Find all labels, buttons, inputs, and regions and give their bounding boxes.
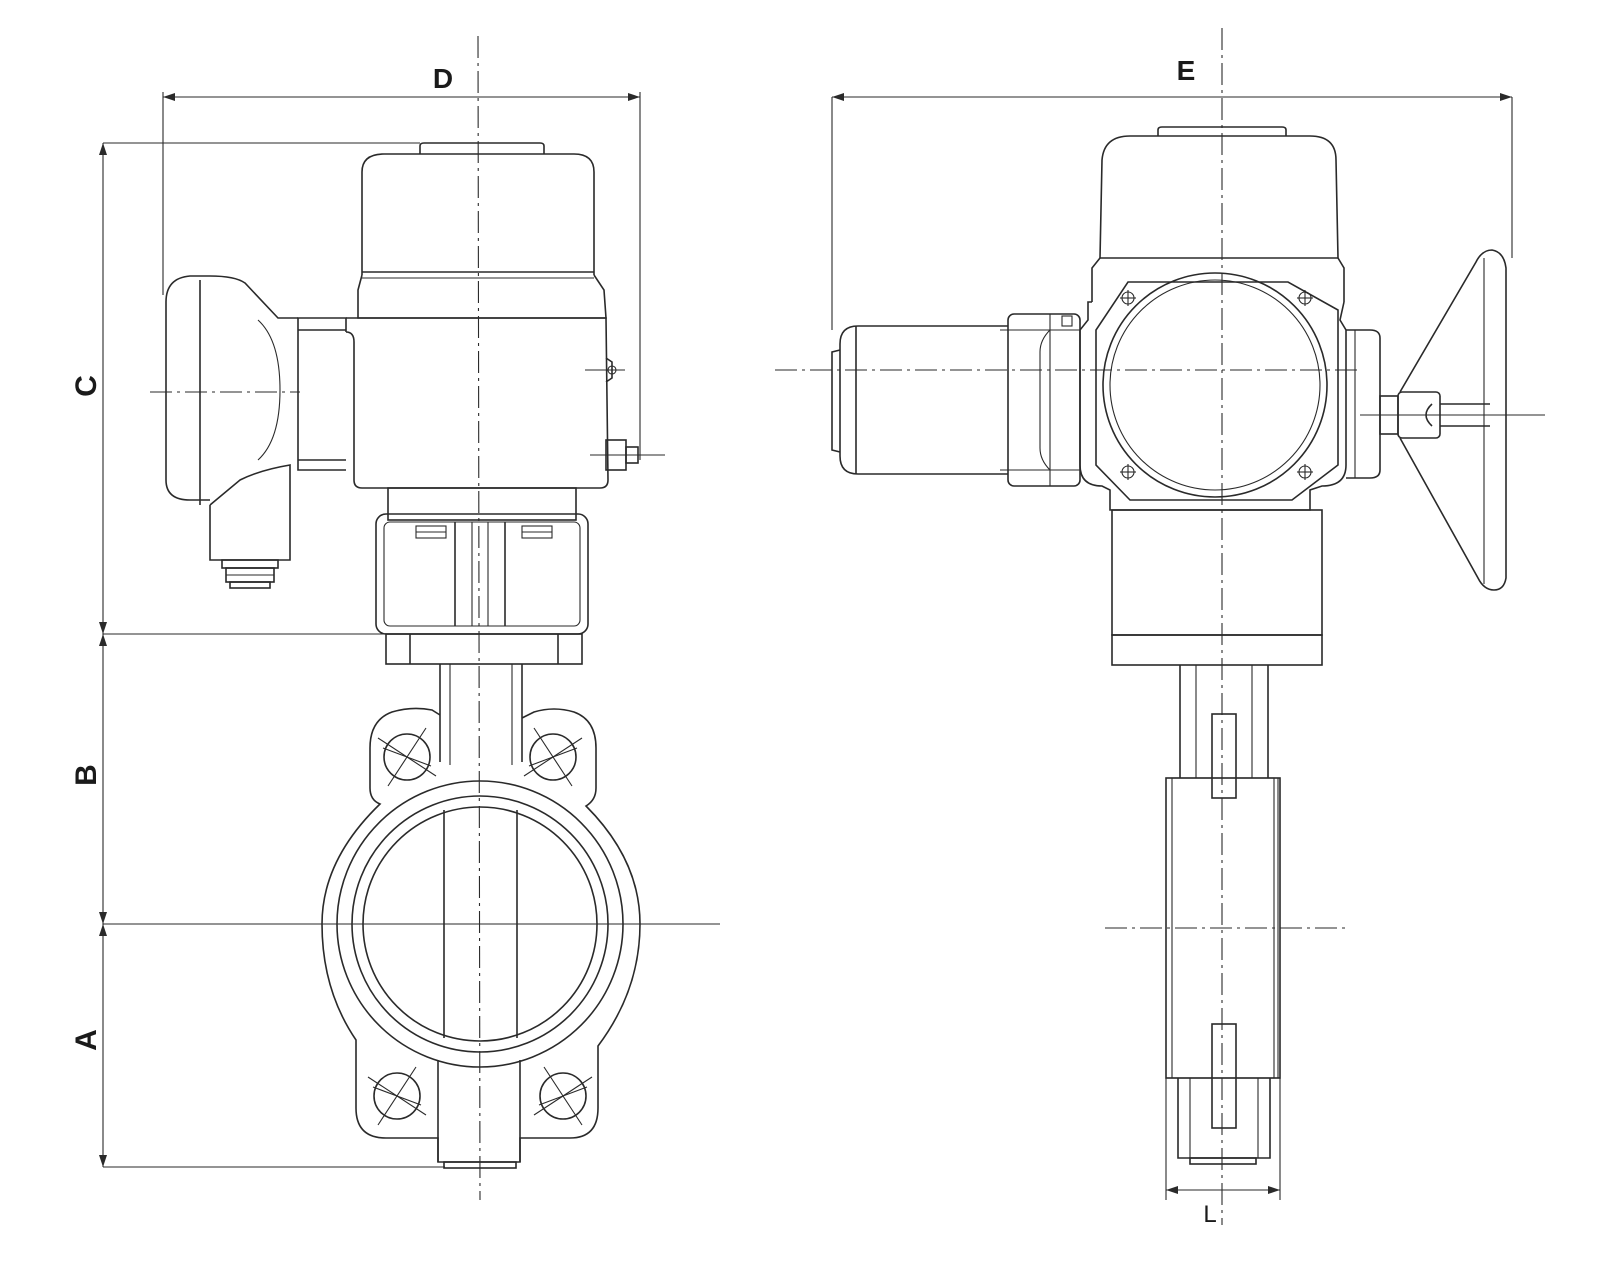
dimension-l — [1165, 1078, 1281, 1200]
front-centerline — [477, 35, 481, 1201]
dimension-label-a: A — [70, 1029, 103, 1051]
side-terminal-box — [831, 313, 1081, 487]
valve-neck — [439, 664, 523, 765]
side-mounting-bracket — [1111, 509, 1323, 666]
dimension-label-e: E — [1177, 55, 1196, 86]
side-view: E — [775, 28, 1545, 1228]
side-actuator-housing — [1079, 272, 1347, 511]
valve-body — [310, 707, 720, 1169]
mounting-bracket — [375, 513, 589, 665]
actuator-cover — [357, 142, 607, 319]
side-valve-body — [1105, 665, 1345, 1165]
front-view: C B A D — [70, 35, 720, 1201]
side-actuator-cover — [1091, 126, 1345, 302]
dimension-d — [162, 92, 641, 460]
bolt-holes — [367, 727, 593, 1126]
dimension-label-l: L — [1203, 1201, 1216, 1228]
dimension-e — [831, 93, 1513, 330]
actuator-housing — [345, 317, 665, 521]
dimension-label-b: B — [70, 764, 103, 786]
dimension-label-d: D — [433, 63, 453, 94]
handwheel — [1346, 249, 1545, 591]
dimension-label-c: C — [70, 375, 103, 397]
terminal-box — [150, 275, 347, 589]
